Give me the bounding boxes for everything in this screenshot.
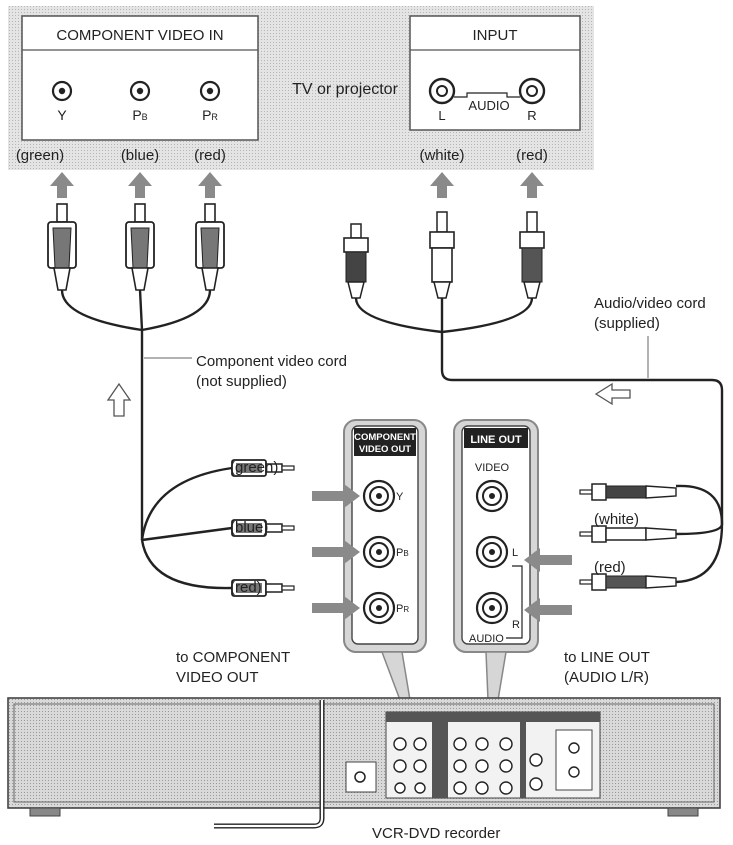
device-label: VCR-DVD recorder xyxy=(372,825,500,842)
arrow-right-pb xyxy=(312,540,360,564)
vcr-dvd-recorder xyxy=(7,697,721,817)
panel-connectors xyxy=(380,651,507,701)
arrow-up-red-1 xyxy=(198,172,222,198)
av-cord-bottom-plugs xyxy=(579,483,677,591)
jack-out-pr-label: PR xyxy=(396,603,409,615)
plug-red-component xyxy=(231,579,295,597)
component-out-title-2: VIDEO OUT xyxy=(359,444,411,455)
plug-white xyxy=(579,525,677,543)
plug-color-red-2: (red) xyxy=(594,559,626,576)
component-out-caption-1: to COMPONENT xyxy=(176,649,290,666)
component-cord-bottom-plugs xyxy=(231,459,295,597)
jack-input-l xyxy=(428,77,456,105)
jack-out-pb-label: PB xyxy=(396,547,409,559)
input-box: INPUT L AUDIO R xyxy=(409,15,581,131)
jack-in-pr xyxy=(199,80,221,102)
av-cord-direction-icon xyxy=(594,382,631,406)
tv-color-blue: (blue) xyxy=(121,147,159,164)
tv-color-green: (green) xyxy=(16,147,64,164)
input-audio-label: AUDIO xyxy=(468,98,509,113)
line-out-panel: LINE OUT VIDEO L R AUDIO xyxy=(453,419,539,653)
component-cord xyxy=(60,289,233,590)
jack-in-y xyxy=(51,80,73,102)
input-title: INPUT xyxy=(473,27,518,44)
input-r-label: R xyxy=(527,108,536,123)
line-out-title: LINE OUT xyxy=(470,434,522,446)
jack-line-l xyxy=(475,535,509,569)
plug-color-blue: (blue) xyxy=(230,519,268,536)
jack-out-y-label: Y xyxy=(396,491,404,503)
right-arrows xyxy=(312,484,360,620)
line-out-video-label: VIDEO xyxy=(475,462,510,474)
component-in-title: COMPONENT VIDEO IN xyxy=(56,27,223,44)
jack-input-r xyxy=(518,77,546,105)
jack-line-r xyxy=(475,591,509,625)
jack-in-pr-label: PR xyxy=(202,107,218,123)
arrow-left-r xyxy=(524,598,572,622)
jack-out-pb xyxy=(362,535,396,569)
line-out-caption-2: (AUDIO L/R) xyxy=(564,669,649,686)
plug-green xyxy=(231,459,295,477)
component-cord-direction-icon xyxy=(106,382,132,417)
tv-label: TV or projector xyxy=(292,81,398,98)
av-cord-label-1: Audio/video cord xyxy=(594,295,706,312)
av-cord-label-2: (supplied) xyxy=(594,315,660,332)
line-out-l-label: L xyxy=(512,547,518,559)
arrow-left-l xyxy=(524,548,572,572)
plug-color-green: (green) xyxy=(230,459,278,476)
jack-out-pr xyxy=(362,591,396,625)
arrow-right-y xyxy=(312,484,360,508)
plug-blue xyxy=(231,519,295,537)
input-l-label: L xyxy=(438,108,445,123)
plug-red-audio xyxy=(579,573,677,591)
component-out-title-1: COMPONENT xyxy=(354,432,416,443)
component-cord-label-2: (not supplied) xyxy=(196,373,287,390)
arrow-right-pr xyxy=(312,596,360,620)
line-out-audio-label: AUDIO xyxy=(469,633,504,645)
jack-in-y-label: Y xyxy=(57,107,67,123)
line-out-r-label: R xyxy=(512,619,520,631)
component-cord-label-1: Component video cord xyxy=(196,353,347,370)
arrow-up-green xyxy=(50,172,74,198)
plug-color-red-1: (red) xyxy=(230,579,262,596)
component-cord-top-plugs xyxy=(47,203,225,291)
component-video-in-box: COMPONENT VIDEO IN Y PB PR xyxy=(21,15,259,141)
up-arrows xyxy=(50,172,544,198)
jack-out-y xyxy=(362,479,396,513)
av-cord xyxy=(354,297,724,584)
jack-in-pb xyxy=(129,80,151,102)
component-video-out-panel: COMPONENT VIDEO OUT Y PB PR xyxy=(343,419,427,653)
arrow-up-red-2 xyxy=(520,172,544,198)
line-out-caption-1: to LINE OUT xyxy=(564,649,650,666)
component-out-caption-2: VIDEO OUT xyxy=(176,669,259,686)
tv-color-white: (white) xyxy=(419,147,464,164)
plug-video-unused xyxy=(579,483,677,501)
tv-color-red-1: (red) xyxy=(194,147,226,164)
plug-color-white: (white) xyxy=(594,511,639,528)
arrow-up-blue xyxy=(128,172,152,198)
jack-line-video xyxy=(475,479,509,513)
arrow-up-white xyxy=(430,172,454,198)
power-cord-inner xyxy=(214,700,324,828)
left-arrows xyxy=(524,548,572,622)
av-cord-top-plugs xyxy=(343,211,545,299)
tv-color-red-2: (red) xyxy=(516,147,548,164)
jack-in-pb-label: PB xyxy=(132,107,147,123)
